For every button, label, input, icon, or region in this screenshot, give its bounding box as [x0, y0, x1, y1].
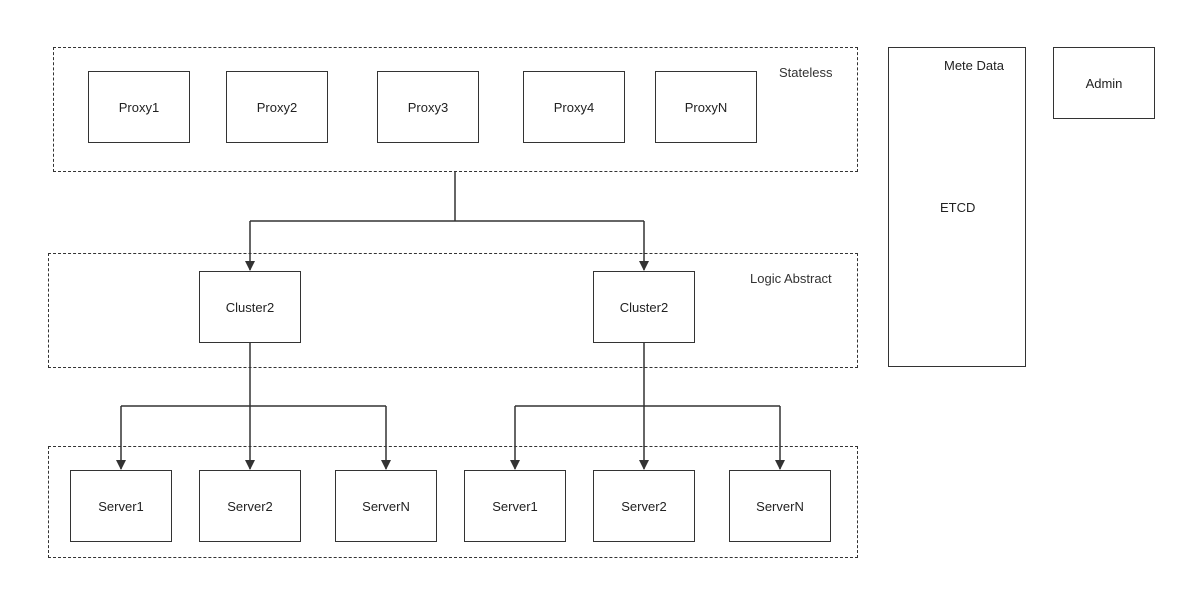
server-node: ServerN: [729, 470, 831, 542]
proxy-node: Proxy1: [88, 71, 190, 143]
etcd-label: ETCD: [940, 200, 976, 215]
proxy-node: Proxy3: [377, 71, 479, 143]
stateless-group-label: Stateless: [779, 65, 833, 80]
logic-abstract-group: [48, 253, 858, 368]
cluster-node: Cluster2: [199, 271, 301, 343]
server-node: ServerN: [335, 470, 437, 542]
stateless-group: [53, 47, 858, 172]
server-node: Server2: [199, 470, 301, 542]
cluster-node: Cluster2: [593, 271, 695, 343]
proxy-node: Proxy4: [523, 71, 625, 143]
admin-node: Admin: [1053, 47, 1155, 119]
logic-abstract-group-label: Logic Abstract: [750, 271, 832, 286]
server-node: Server1: [464, 470, 566, 542]
server-group: [48, 446, 858, 558]
metadata-panel: [888, 47, 1026, 367]
metadata-label: Mete Data: [944, 58, 1004, 73]
proxy-node: Proxy2: [226, 71, 328, 143]
server-node: Server2: [593, 470, 695, 542]
proxy-node: ProxyN: [655, 71, 757, 143]
server-node: Server1: [70, 470, 172, 542]
